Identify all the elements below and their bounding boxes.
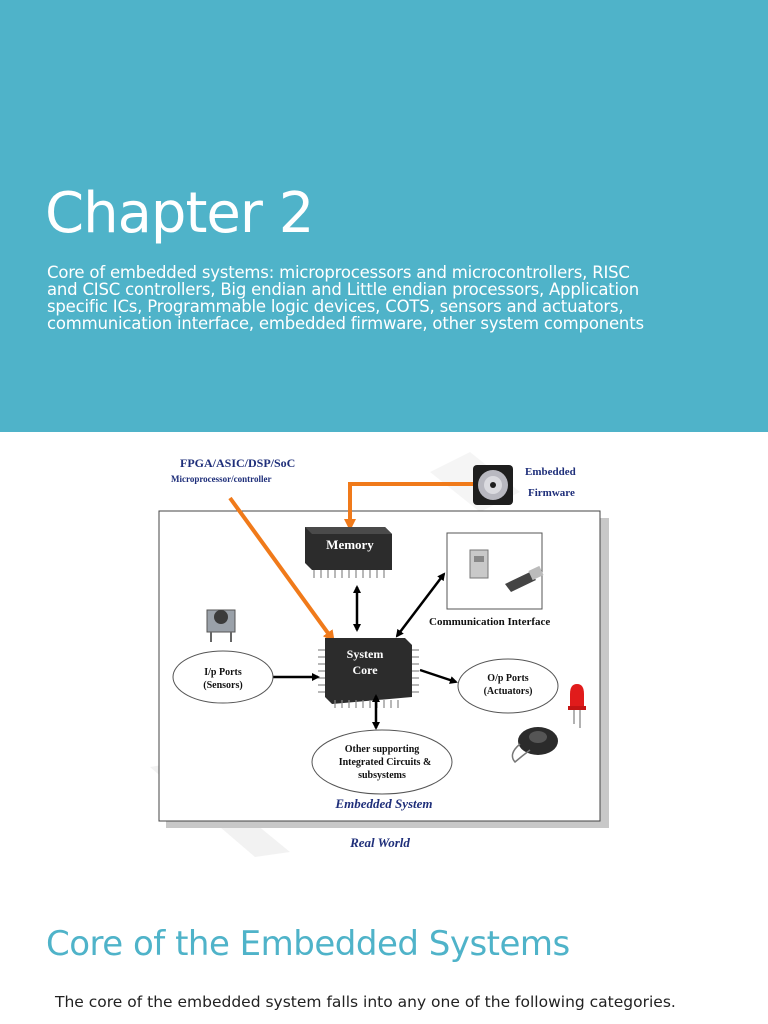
buzzer-icon [511,727,558,764]
comm-core-arrow [395,572,446,638]
input-ports-label-2: (Sensors) [203,680,242,691]
fpga-label: FPGA/ASIC/DSP/SoC [180,456,295,470]
firmware-label-1: Embedded [525,466,576,478]
output-ports-ellipse [457,658,559,714]
led-icon [568,684,586,728]
usb-connector-icon [469,549,544,592]
section-heading: Core of the Embedded Systems [46,924,570,964]
section-body-text: The core of the embedded system falls in… [55,993,676,1011]
sensor-switch-icon [206,609,236,642]
input-ports-label-1: I/p Ports [204,667,242,678]
memory-chip-icon [305,527,392,578]
real-world-label: Real World [349,835,410,850]
other-ics-label-2: Integrated Circuits & [339,757,432,768]
memory-label: Memory [326,537,374,552]
microprocessor-label: Microprocessor/controller [171,474,271,484]
input-ports-ellipse [172,650,274,704]
system-core-label-1: System [347,647,384,661]
firmware-label-2: Firmware [528,487,575,499]
other-ics-label-3: subsystems [358,770,406,781]
other-ics-ellipse [311,729,453,795]
chapter-header: Chapter 2 Core of embedded systems: micr… [0,0,768,432]
chapter-title: Chapter 2 [45,181,314,246]
comm-interface-label: Communication Interface [429,616,550,628]
chapter-subtitle: Core of embedded systems: microprocessor… [47,263,644,333]
system-core-chip-icon [318,638,419,708]
output-ports-label-1: O/p Ports [487,673,528,684]
embedded-system-label: Embedded System [334,796,432,811]
other-ics-label-1: Other supporting [345,744,420,755]
embedded-system-diagram: FPGA/ASIC/DSP/SoC Microprocessor/control… [0,432,768,872]
output-ports-label-2: (Actuators) [484,686,533,697]
fpga-to-core-arrow [228,496,335,643]
core-op-arrow [419,668,458,684]
cd-icon [473,465,513,505]
comm-interface-box [446,532,543,610]
system-core-label-2: Core [352,663,378,677]
